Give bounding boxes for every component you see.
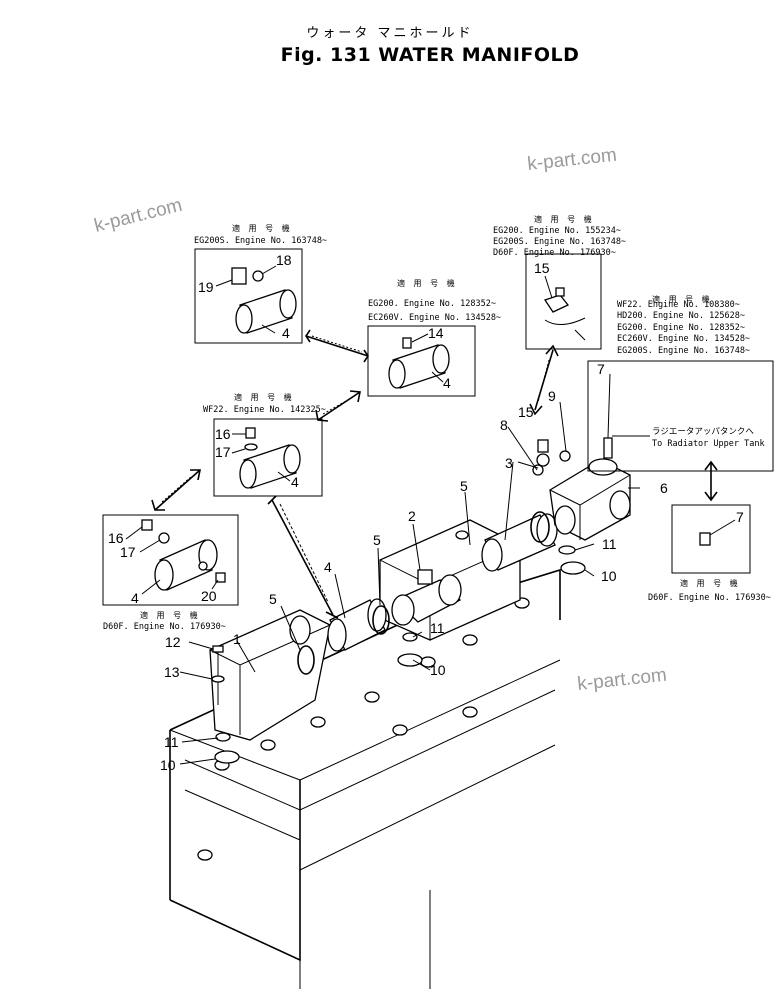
callout-15: 15 (534, 260, 550, 276)
callout-19: 19 (198, 279, 214, 295)
note-line: EC260V. Engine No. 134528~ (617, 334, 750, 344)
callout-2: 2 (408, 508, 416, 524)
detail-box-eg200-ec260v (367, 325, 476, 397)
note-line: EG200. Engine No. 128352~ (368, 299, 496, 309)
callout-14: 14 (428, 325, 444, 341)
callout-4: 4 (443, 375, 451, 391)
note-line: EG200S. Engine No. 163748~ (493, 237, 626, 247)
watermark: k-part.com (526, 145, 617, 175)
note-line: WF22. Engine No. 142325~ (203, 405, 326, 415)
callout-4: 4 (282, 325, 290, 341)
callout-leaders (179, 373, 640, 765)
callout-5: 5 (373, 532, 381, 548)
note-line: D60F. Engine No. 176930~ (648, 593, 771, 603)
applicability-heading: 適 用 号 機 (534, 214, 595, 224)
connector-arrow (305, 329, 369, 363)
detail-box-eg200-d60f (525, 253, 602, 350)
water-pipe (481, 513, 558, 572)
detail-box-wf22-hd200 (587, 360, 774, 472)
callout-5: 5 (269, 591, 277, 607)
connector-arrow (704, 460, 718, 502)
figure-title: Fig. 131 WATER MANIFOLD (280, 44, 580, 66)
callout-11: 11 (164, 734, 179, 750)
o-ring (297, 645, 315, 675)
callout-8: 8 (500, 417, 508, 433)
callout-10: 10 (601, 568, 617, 584)
callout-11: 11 (602, 536, 617, 552)
plug (699, 532, 711, 546)
watermark: k-part.com (576, 665, 667, 695)
detail-box-eg200s (194, 248, 303, 344)
plug (532, 439, 571, 476)
callout-numbers: 19 18 4 14 4 16 17 4 16 17 4 20 12 1 13 … (108, 252, 744, 773)
leader-line (709, 519, 736, 536)
applicability-heading: 適 用 号 機 (652, 294, 713, 304)
connector-arrow (151, 469, 201, 511)
connector-arrow (267, 495, 339, 619)
callout-17: 17 (120, 544, 136, 560)
callout-6: 6 (660, 480, 668, 496)
callout-16: 16 (215, 426, 231, 442)
thermostat-housing (549, 458, 631, 541)
detail-box-wf22 (213, 418, 323, 497)
callout-4: 4 (324, 559, 332, 575)
callout-15: 15 (518, 404, 534, 420)
note-line: WF22. Engine No. 108380~ (617, 300, 740, 310)
title-japanese: ウォータ マニホールド (306, 26, 474, 41)
radiator-note-jp: ラジエータアッパタンクへ (652, 427, 754, 437)
note-line: EG200S. Engine No. 163748~ (194, 236, 327, 246)
note-line: EG200. Engine No. 155234~ (493, 226, 621, 236)
applicability-heading: 適 用 号 機 (140, 610, 201, 620)
pipe-with-sensor (231, 267, 297, 334)
callout-7: 7 (597, 361, 605, 377)
note-line: EG200. Engine No. 128352~ (617, 323, 745, 333)
leader-line (544, 275, 553, 299)
callout-10: 10 (430, 662, 446, 678)
callout-4: 4 (131, 590, 139, 606)
radiator-note-en: To Radiator Upper Tank (652, 439, 765, 449)
callout-4: 4 (291, 474, 299, 490)
callout-13: 13 (164, 664, 180, 680)
detail-box-d60f (102, 514, 239, 606)
elbow-fitting (603, 437, 613, 459)
callout-17: 17 (215, 444, 231, 460)
applicability-heading: 適 用 号 機 (397, 278, 458, 288)
pipe-with-plug (239, 427, 301, 489)
callout-9: 9 (548, 388, 556, 404)
applicability-heading: 適 用 号 機 (234, 392, 295, 402)
callout-11: 11 (430, 620, 445, 636)
connector-arrow (315, 390, 361, 422)
note-line: EG200S. Engine No. 163748~ (617, 346, 750, 356)
plug-fitting (543, 287, 586, 341)
tee-fitting (391, 569, 462, 626)
applicability-heading: 適 用 号 機 (680, 578, 741, 588)
gasket (214, 545, 586, 764)
connector-arrow (529, 344, 559, 416)
detail-box-d60f-plug (671, 504, 751, 574)
watermark: k-part.com (92, 195, 184, 237)
callout-1: 1 (233, 631, 241, 647)
callout-5: 5 (460, 478, 468, 494)
note-line: EC260V. Engine No. 134528~ (368, 313, 501, 323)
callout-3: 3 (505, 455, 513, 471)
o-ring (372, 605, 390, 635)
tee-pipe-with-plugs (141, 519, 226, 591)
pipe-with-plug (388, 337, 450, 389)
applicability-heading: 適 用 号 機 (232, 223, 293, 233)
o-ring (530, 511, 550, 543)
note-line: D60F. Engine No. 176930~ (103, 622, 226, 632)
callout-20: 20 (201, 588, 217, 604)
manifold-segment-left (209, 609, 331, 741)
callout-12: 12 (165, 634, 181, 650)
note-line: HD200. Engine No. 125628~ (617, 311, 745, 321)
callout-16: 16 (108, 530, 124, 546)
callout-18: 18 (276, 252, 292, 268)
note-line: D60F. Engine No. 176930~ (493, 248, 616, 258)
callout-7: 7 (736, 509, 744, 525)
callout-10: 10 (160, 757, 176, 773)
